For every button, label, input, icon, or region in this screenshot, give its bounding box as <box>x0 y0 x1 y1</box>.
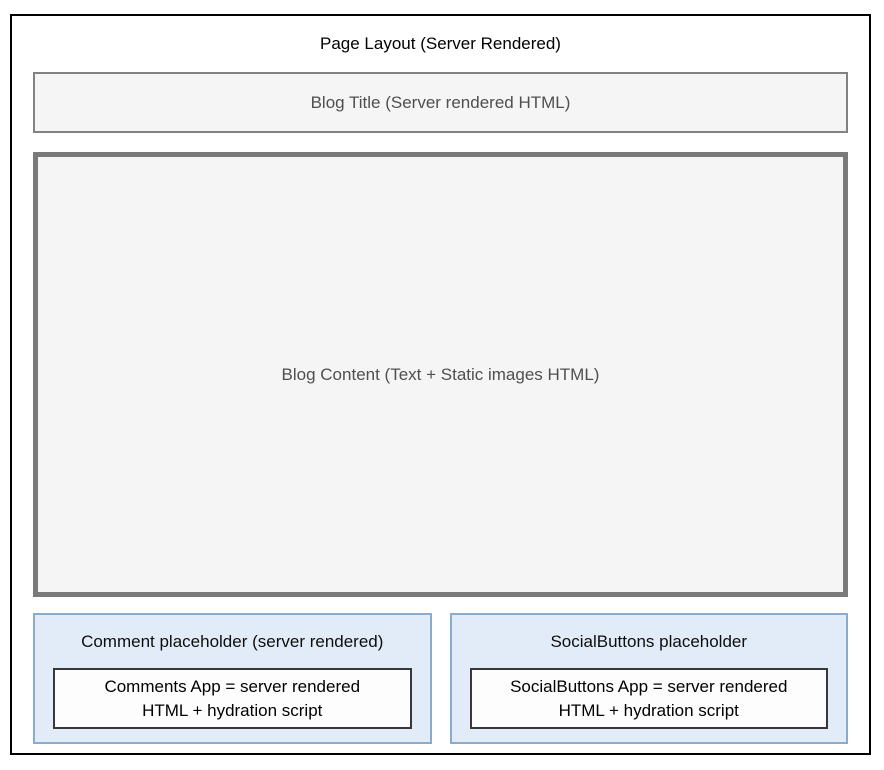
socialbuttons-placeholder-label: SocialButtons placeholder <box>550 631 748 651</box>
comment-placeholder-label: Comment placeholder (server rendered) <box>81 631 384 651</box>
socialbuttons-placeholder-box: SocialButtons placeholder SocialButtons … <box>449 613 848 744</box>
islands-row: Comment placeholder (server rendered) Co… <box>33 613 848 744</box>
comments-app-label-line1: Comments App = server rendered <box>104 676 361 696</box>
socialbuttons-app-label-line2: HTML + hydration script <box>558 700 739 720</box>
comments-app-box: Comments App = server rendered HTML + hy… <box>53 668 412 729</box>
blog-content-label: Blog Content (Text + Static images HTML) <box>281 364 600 384</box>
socialbuttons-app-box: SocialButtons App = server rendered HTML… <box>469 668 828 729</box>
socialbuttons-app-label-line1: SocialButtons App = server rendered <box>510 676 788 696</box>
page-layout-title: Page Layout (Server Rendered) <box>320 34 561 53</box>
page-layout-frame: Page Layout (Server Rendered) Blog Title… <box>10 14 871 755</box>
blog-content-box: Blog Content (Text + Static images HTML) <box>33 152 848 597</box>
blog-title-label: Blog Title (Server rendered HTML) <box>310 92 571 112</box>
comment-placeholder-box: Comment placeholder (server rendered) Co… <box>33 613 432 744</box>
blog-title-box: Blog Title (Server rendered HTML) <box>33 72 848 133</box>
comments-app-label-line2: HTML + hydration script <box>142 700 323 720</box>
